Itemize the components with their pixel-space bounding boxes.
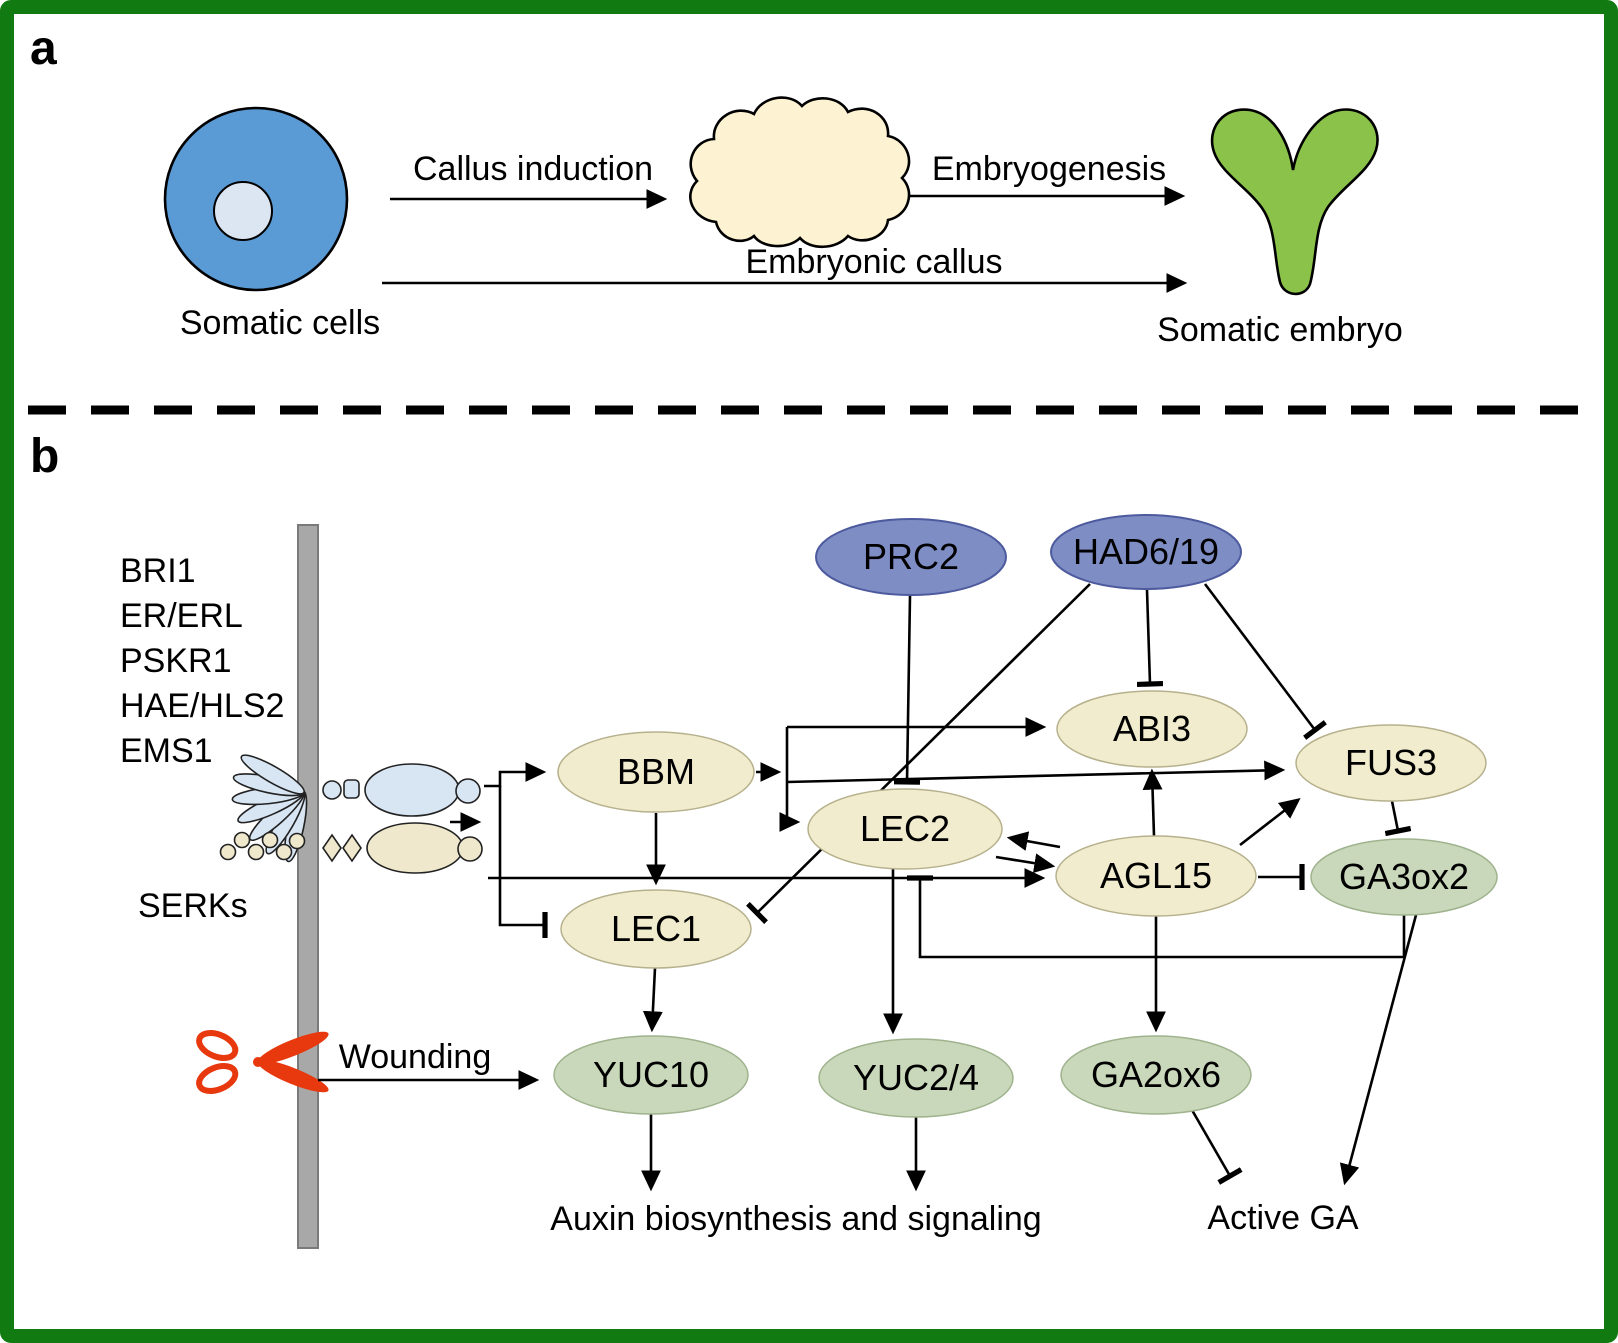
serks-label: SERKs [138, 887, 248, 925]
node-label-lec2: LEC2 [860, 808, 950, 849]
panel-a-letter: a [30, 22, 57, 75]
network-edges [450, 583, 1418, 1192]
scissors-handle [196, 1030, 239, 1061]
embryonic-callus-label: Embryonic callus [746, 243, 1003, 281]
wounding-label: Wounding [339, 1038, 492, 1076]
receptor-name-ererl: ER/ERL [120, 597, 243, 635]
node-label-lec1: LEC1 [611, 908, 701, 949]
embryonic-callus-shape [689, 96, 911, 249]
node-label-agl15: AGL15 [1100, 855, 1212, 896]
somatic-cells-label: Somatic cells [180, 304, 380, 342]
membrane-bar [297, 524, 319, 1249]
panel-b: b BRI1 ER/ERL PSKR1 HAE/HLS2 EMS1 [30, 430, 1498, 1249]
node-label-ga2ox6: GA2ox6 [1091, 1054, 1221, 1095]
receptor-kinase-domain [364, 763, 460, 817]
node-yuc24 [818, 1038, 1014, 1118]
bead [288, 832, 306, 850]
node-agl15 [1055, 835, 1257, 917]
receptor-hinge [322, 780, 342, 800]
receptor-tip [455, 778, 481, 804]
node-lec2 [807, 788, 1003, 870]
serk-diamond [322, 833, 342, 863]
node-ga3ox2 [1310, 838, 1498, 916]
scissors-blade [257, 1060, 329, 1093]
callus-induction-label: Callus induction [413, 150, 653, 188]
panel-a: a Somatic cells Callus induction Embryon… [30, 22, 1403, 349]
node-label-fus3: FUS3 [1345, 742, 1437, 783]
node-had619 [1050, 514, 1242, 590]
node-label-prc2: PRC2 [863, 536, 959, 577]
node-abi3 [1056, 690, 1248, 768]
somatic-embryo-shape [1210, 108, 1379, 296]
edge-lec1-yuc10 [642, 967, 663, 1033]
edge-agl15-lec2 [1006, 831, 1061, 851]
fan-petal [240, 754, 305, 795]
somatic-embryo-label: Somatic embryo [1157, 311, 1403, 349]
edge-had619-fus3 [1203, 583, 1327, 740]
edge-fus3-ga3ox2 [1384, 800, 1412, 837]
node-label-abi3: ABI3 [1113, 708, 1191, 749]
edge-agl15-fus3 [1239, 797, 1301, 847]
receptor-name-ems1: EMS1 [120, 732, 213, 770]
node-prc2 [815, 518, 1007, 596]
bead [261, 831, 279, 849]
edge-bbm-fus3 [786, 760, 1286, 784]
node-ga2ox6 [1060, 1035, 1252, 1115]
edge-had619-lec1 [746, 583, 1091, 925]
node-bbm [557, 731, 755, 813]
scissors-handle [196, 1063, 239, 1094]
edge-ga3ox2-lec2 [907, 875, 1406, 959]
receptor-name-pskr1: PSKR1 [120, 642, 232, 680]
edge-agl15-abi3 [1142, 768, 1163, 837]
scissors-pivot [253, 1057, 263, 1067]
cell-nucleus-shape [213, 181, 273, 241]
scissors-blade [257, 1031, 329, 1064]
serk-diamond [342, 833, 362, 863]
node-label-ga3ox2: GA3ox2 [1339, 856, 1469, 897]
bead [233, 831, 251, 849]
edge-prc2-lec2 [893, 595, 921, 785]
panel-b-letter: b [30, 430, 59, 483]
auxin-caption: Auxin biosynthesis and signaling [550, 1200, 1041, 1238]
node-lec1 [560, 889, 752, 969]
active-ga-caption: Active GA [1207, 1199, 1358, 1237]
receptor-name-haehls2: HAE/HLS2 [120, 687, 284, 725]
edge-ga3ox2-activega [1339, 914, 1418, 1186]
receptor-name-bri1: BRI1 [120, 552, 196, 590]
receptor-name-list: BRI1 ER/ERL PSKR1 HAE/HLS2 EMS1 [120, 552, 284, 770]
node-label-yuc10: YUC10 [593, 1054, 709, 1095]
edge-receptors-lec1 [498, 786, 548, 938]
edge-ga2ox6-activega [1190, 1109, 1243, 1185]
serk-kinase-domain [366, 822, 464, 874]
embryogenesis-label: Embryogenesis [932, 150, 1166, 188]
serk-bead-chain-icon [219, 831, 306, 861]
scissors-icon [196, 1030, 329, 1094]
node-label-had619: HAD6/19 [1073, 531, 1219, 572]
bead [219, 843, 237, 861]
edge-lec2-agl15 [995, 853, 1056, 874]
bead [247, 843, 265, 861]
receptor-linker [343, 779, 360, 799]
receptor-serk-icon [219, 822, 483, 874]
edge-had619-abi3 [1136, 589, 1164, 688]
node-fus3 [1295, 724, 1487, 802]
network-nodes: PRC2 HAD6/19 BBM ABI3 FUS3 LEC2 AGL15 LE… [553, 514, 1498, 1118]
bead [275, 843, 293, 861]
node-label-yuc24: YUC2/4 [853, 1057, 979, 1098]
edge-receptors-bbm [484, 762, 547, 788]
node-label-bbm: BBM [617, 751, 695, 792]
serk-tip [457, 836, 483, 862]
node-yuc10 [553, 1035, 749, 1115]
